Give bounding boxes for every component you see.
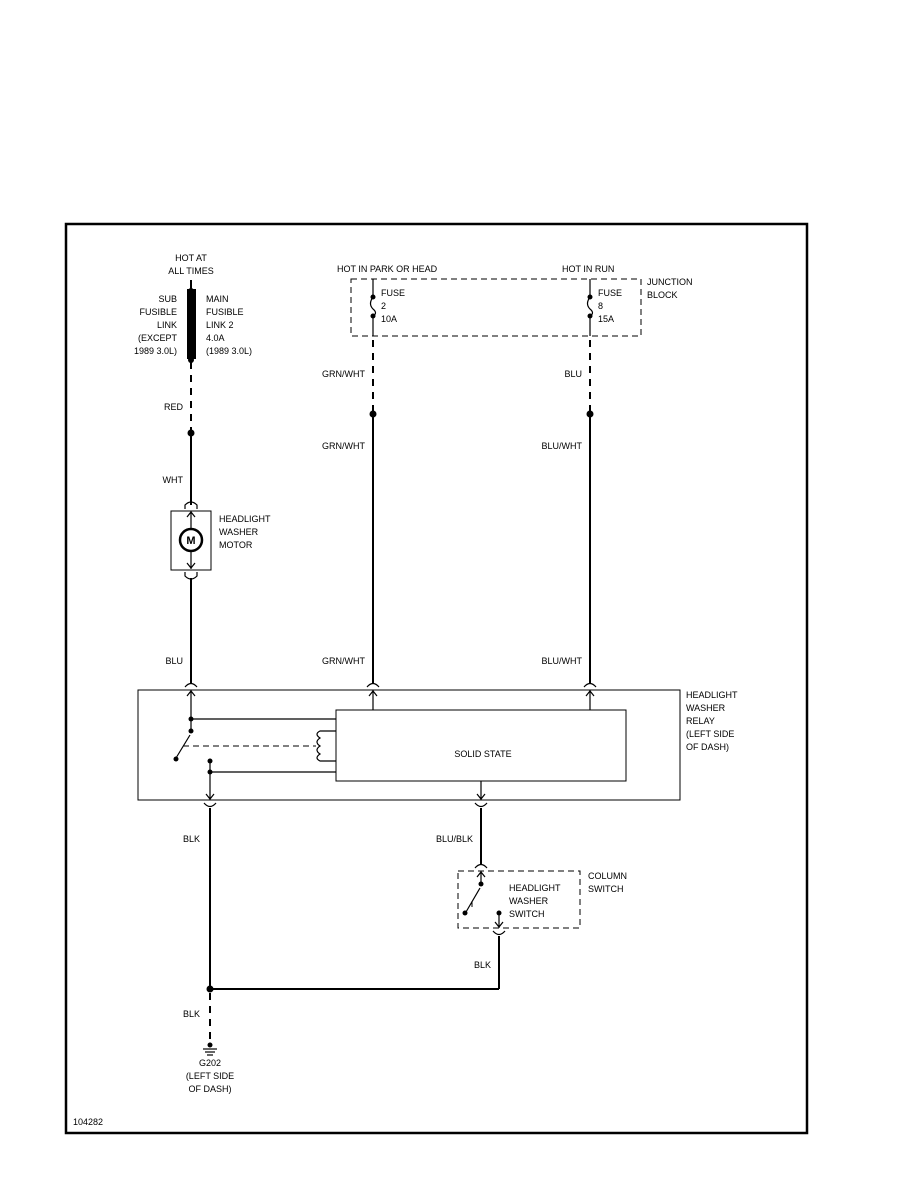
motor-bottom-connector — [184, 572, 198, 580]
figure-number: 104282 — [73, 1117, 103, 1127]
blu-wht-mid-label: BLU/WHT — [542, 441, 583, 451]
fuse2-label-line2: 2 — [381, 301, 386, 311]
junction-block-label-line2: BLOCK — [647, 290, 678, 300]
fusible-link-top-dot — [188, 288, 194, 294]
sub-fusible-link-line1: SUB — [158, 294, 177, 304]
relay-label-line3: RELAY — [686, 716, 715, 726]
switch-label-line2: WASHER — [509, 896, 549, 906]
sub-fusible-link-line3: LINK — [157, 320, 177, 330]
hot-in-run-label: HOT IN RUN — [562, 264, 614, 274]
relay-input-blu-wht-arrow — [585, 690, 595, 697]
blu-wht-bottom-label: BLU/WHT — [542, 656, 583, 666]
hot-at-all-times-label-line1: HOT AT — [175, 253, 207, 263]
hot-at-all-times-label-line2: ALL TIMES — [168, 266, 214, 276]
relay-label-line2: WASHER — [686, 703, 726, 713]
main-fusible-link-line3: LINK 2 — [206, 320, 234, 330]
switch-top-connector — [474, 863, 488, 869]
switch-contact-top — [478, 881, 484, 887]
relay-label-line5: OF DASH) — [686, 742, 729, 752]
relay-connector-blu — [184, 682, 198, 688]
grn-wht-bottom-label: GRN/WHT — [322, 656, 365, 666]
blu-blk-label: BLU/BLK — [436, 834, 473, 844]
sub-fusible-link-line5: 1989 3.0L) — [134, 346, 177, 356]
relay-out-connector-blu-blk — [474, 802, 488, 808]
fusible-link — [187, 289, 196, 359]
blu-fuse-label: BLU — [564, 369, 582, 379]
fuse2-element — [369, 296, 377, 317]
sub-fusible-link-line4: (EXCEPT — [138, 333, 178, 343]
sub-fusible-link-label: SUB FUSIBLE LINK (EXCEPT 1989 3.0L) — [134, 294, 178, 356]
blk-relay-label: BLK — [183, 834, 200, 844]
fuse2-label-line1: FUSE — [381, 288, 405, 298]
ground-label-line1: G202 — [199, 1058, 221, 1068]
switch-arm — [465, 887, 481, 913]
relay-label-line4: (LEFT SIDE — [686, 729, 734, 739]
junction-block-label-line1: JUNCTION — [647, 277, 693, 287]
switch-bottom-connector — [492, 930, 506, 936]
grn-wht-top-label: GRN/WHT — [322, 369, 365, 379]
relay-input-blu-arrow — [186, 690, 196, 697]
fuse8-element — [586, 296, 594, 317]
main-fusible-link-label: MAIN FUSIBLE LINK 2 4.0A (1989 3.0L) — [206, 294, 252, 356]
switch-label-line3: SWITCH — [509, 909, 545, 919]
main-fusible-link-line4: 4.0A — [206, 333, 225, 343]
relay-switch-pivot — [173, 756, 179, 762]
fuse8-label-line1: FUSE — [598, 288, 622, 298]
main-fusible-link-line1: MAIN — [206, 294, 229, 304]
motor-internal-bottom-arrow — [186, 562, 196, 569]
blk-ground-label: BLK — [183, 1009, 200, 1019]
relay-connector-grn-wht — [366, 682, 380, 688]
fuse8-label-line3: 15A — [598, 314, 614, 324]
main-fusible-link-line2: FUSIBLE — [206, 307, 244, 317]
fuse2-label-line3: 10A — [381, 314, 397, 324]
main-fusible-link-line5: (1989 3.0L) — [206, 346, 252, 356]
relay-output-blu-blk-arrow — [476, 793, 486, 800]
junction-block-outline — [350, 278, 642, 337]
grn-wht-mid-label: GRN/WHT — [322, 441, 365, 451]
motor-internal-top-arrow — [186, 511, 196, 518]
blk-switch-label: BLK — [474, 960, 491, 970]
ground-dot — [207, 1042, 213, 1048]
motor-label-line3: MOTOR — [219, 540, 253, 550]
diagram-frame — [64, 222, 809, 1135]
column-switch-label-line2: SWITCH — [588, 884, 624, 894]
red-wire-label: RED — [164, 402, 184, 412]
relay-label-line1: HEADLIGHT — [686, 690, 738, 700]
column-switch-label-line1: COLUMN — [588, 871, 627, 881]
ground-splice — [206, 985, 214, 993]
hot-in-park-or-head-label: HOT IN PARK OR HEAD — [337, 264, 438, 274]
relay-output-blk-arrow — [205, 793, 215, 800]
relay-coil — [316, 730, 336, 762]
relay-contact-upper — [188, 728, 194, 734]
motor-top-connector — [184, 501, 198, 509]
headlight-washer-relay-box — [137, 689, 681, 801]
switch-internal-top-arrow — [476, 871, 486, 878]
fuse8-label-line2: 8 — [598, 301, 603, 311]
motor-label-line2: WASHER — [219, 527, 259, 537]
sub-fusible-link-line2: FUSIBLE — [139, 307, 177, 317]
relay-out-connector-blk — [203, 802, 217, 808]
solid-state-box — [335, 709, 627, 782]
blu-motor-wire-label: BLU — [165, 656, 183, 666]
motor-label-line1: HEADLIGHT — [219, 514, 271, 524]
switch-internal-bottom-arrow — [494, 921, 504, 928]
wht-wire-label: WHT — [163, 475, 184, 485]
solid-state-label: SOLID STATE — [454, 749, 511, 759]
relay-input-grn-wht-arrow — [368, 690, 378, 697]
switch-label-line1: HEADLIGHT — [509, 883, 561, 893]
switch-pivot — [462, 910, 468, 916]
relay-connector-blu-wht — [583, 682, 597, 688]
ground-label-line3: OF DASH) — [188, 1084, 231, 1094]
ground-label-line2: (LEFT SIDE — [186, 1071, 234, 1081]
fusible-link-bottom-dot — [188, 357, 194, 363]
motor-symbol: M — [186, 535, 195, 547]
column-switch-outline — [457, 870, 581, 929]
